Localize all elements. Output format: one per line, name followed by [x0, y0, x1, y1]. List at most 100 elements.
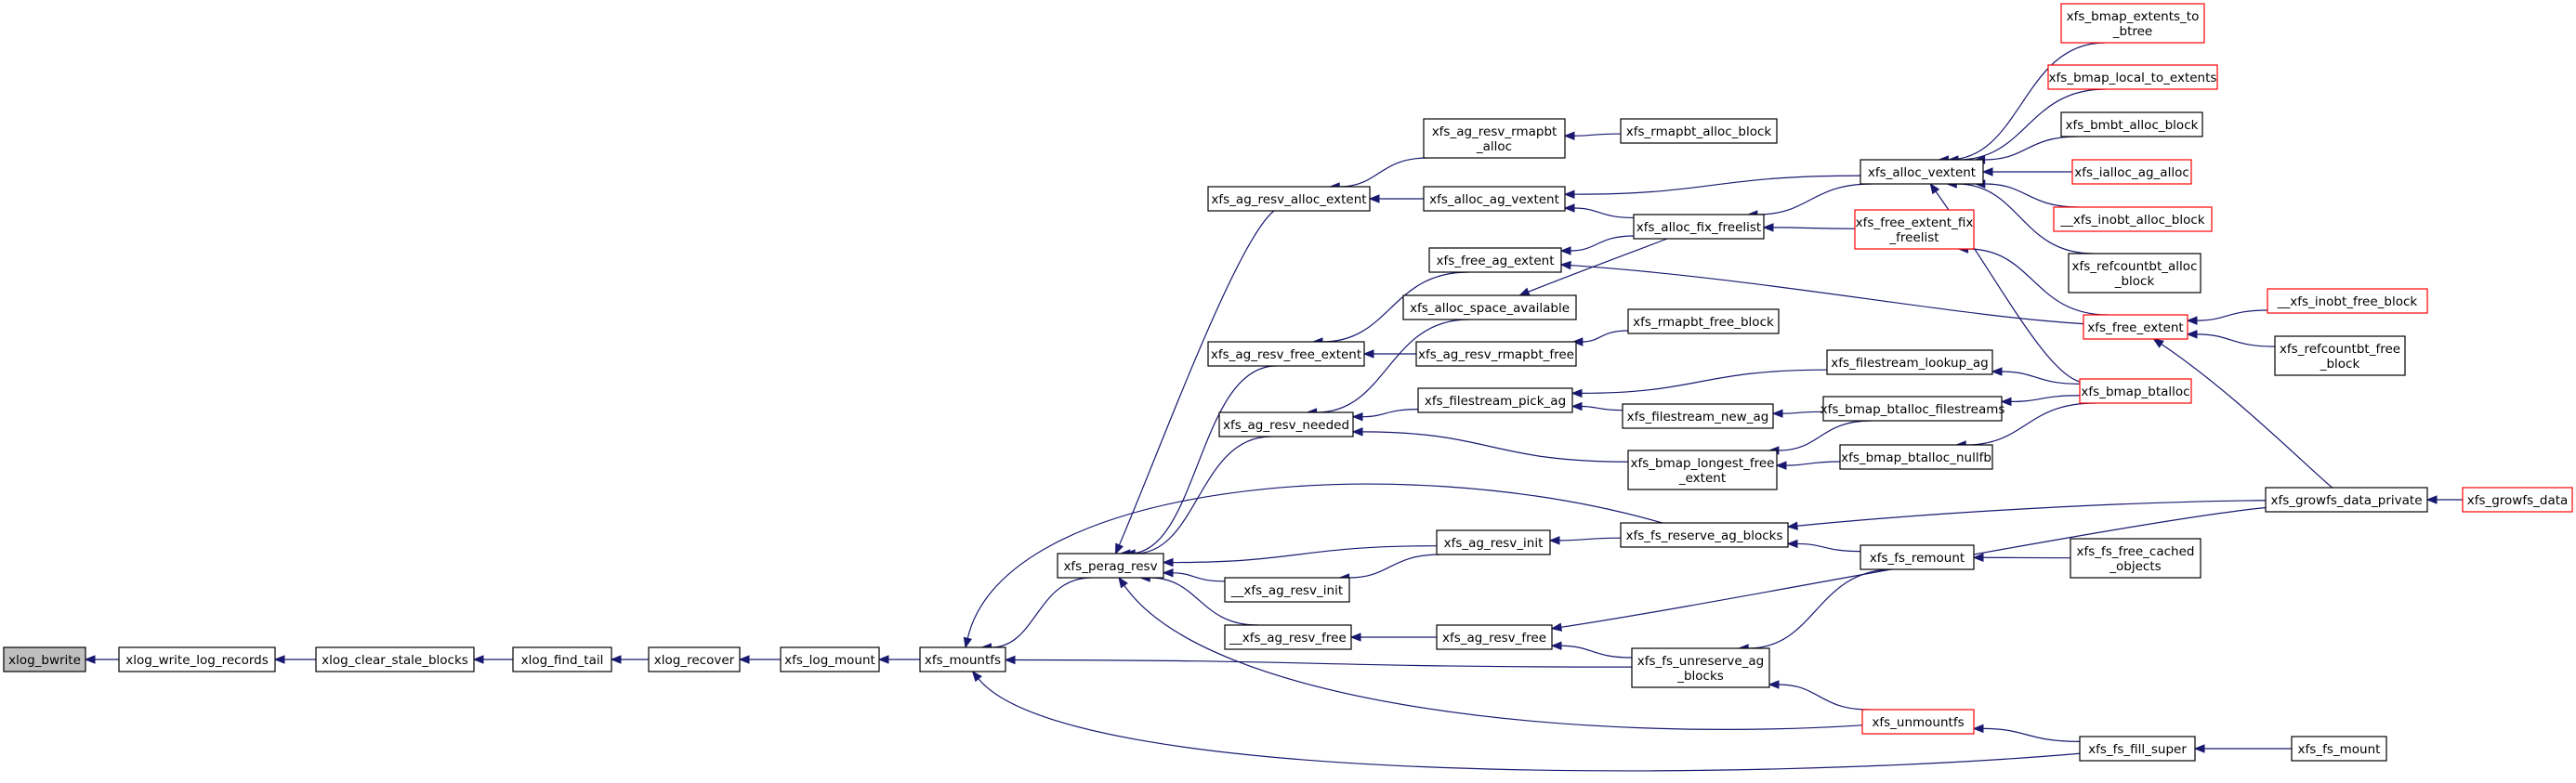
node-xfs-fs-unreserve-ag-blocks[interactable]: xfs_fs_unreserve_ag_blocks — [1631, 647, 1770, 688]
edge-xfs-fs-unreserve-ag-blocks-to-xfs-ag-resv-free — [1550, 641, 1633, 659]
node-label: xfs_rmapbt_alloc_block — [1626, 124, 1772, 139]
node-xfs-filestream-lookup-ag[interactable]: xfs_filestream_lookup_ag — [1826, 349, 1993, 375]
edge-xfs-fs-mount-to-xfs-fs-fill-super — [2193, 744, 2292, 753]
edge-line — [1014, 659, 1633, 668]
node-label: xfs_free_ag_extent — [1437, 254, 1555, 268]
node-label: __xfs_ag_resv_free — [1229, 631, 1347, 646]
node-box — [1860, 159, 1984, 185]
node-xfs-ag-resv-alloc-extent[interactable]: xfs_ag_resv_alloc_extent — [1207, 186, 1371, 212]
node-xfs-bmap-btalloc-filestreams[interactable]: xfs_bmap_btalloc_filestreams — [1820, 396, 2005, 422]
node-xfs-free-ag-extent[interactable]: xfs_free_ag_extent — [1428, 247, 1562, 273]
node-xfs-unmountfs[interactable]: xfs_unmountfs — [1861, 709, 1975, 735]
node-xfs-refcountbt-free-block[interactable]: xfs_refcountbt_free_block — [2274, 335, 2406, 376]
node-xfs-alloc-space-available[interactable]: xfs_alloc_space_available — [1402, 294, 1577, 320]
node-box — [1822, 396, 2003, 422]
node-xfs-bmap-local-to-extents[interactable]: xfs_bmap_local_to_extents — [2047, 64, 2218, 90]
node-xfs-ag-resv-init[interactable]: xfs_ag_resv_init — [1436, 529, 1551, 555]
node-label: _freelist — [1888, 230, 1939, 245]
node-xfs-alloc-vextent[interactable]: xfs_alloc_vextent — [1860, 159, 1984, 185]
node-xfs-rmapbt-alloc-block[interactable]: xfs_rmapbt_alloc_block — [1620, 118, 1778, 144]
node-xfs-alloc-ag-vextent[interactable]: xfs_alloc_ag_vextent — [1423, 186, 1566, 212]
edge-xlog-find-tail-to-xlog-clear-stale-blocks — [472, 655, 513, 664]
node-xfs-bmap-longest-free-extent[interactable]: xfs_bmap_longest_free_extent — [1627, 450, 1778, 490]
node-xfs-free-extent[interactable]: xfs_free_extent — [2083, 314, 2188, 340]
node-xlog-write-log-records[interactable]: xlog_write_log_records — [118, 646, 276, 672]
node-xfs-alloc-fix-freelist[interactable]: xfs_alloc_fix_freelist — [1633, 214, 1765, 240]
node-box — [1436, 624, 1553, 650]
node-box — [1860, 544, 1975, 570]
node-xfs-ag-resv-needed[interactable]: xfs_ag_resv_needed — [1218, 411, 1354, 437]
edge-line — [1570, 235, 1635, 252]
node-xfs-bmap-btalloc-nullfb[interactable]: xfs_bmap_btalloc_nullfb — [1839, 444, 1993, 470]
node-box — [1402, 294, 1577, 320]
edge-line — [1135, 436, 1271, 555]
arrowhead-icon — [1571, 337, 1584, 346]
node-xfs-bmap-btalloc[interactable]: xfs_bmap_btalloc — [2079, 378, 2192, 404]
edge-xfs-alloc-vextent-to-xfs-alloc-fix-freelist — [1746, 183, 1873, 219]
edge-xfs-fs-free-cached-objects-to-xfs-fs-remount — [1972, 553, 2071, 562]
node-box — [2060, 111, 2203, 137]
node-box — [780, 646, 880, 672]
node-xfs-ag-resv-free[interactable]: xfs_ag_resv_free — [1436, 624, 1553, 650]
node-xfs-inobt-alloc-block[interactable]: __xfs_inobt_alloc_block — [2053, 206, 2213, 232]
node-xlog-recover[interactable]: xlog_recover — [648, 646, 741, 672]
arrowhead-icon — [1550, 622, 1563, 632]
node-xfs-ag-resv-free[interactable]: __xfs_ag_resv_free — [1224, 624, 1352, 650]
edge-xfs-bmap-longest-free-extent-to-xfs-ag-resv-needed — [1351, 427, 1629, 463]
node-xfs-ialloc-ag-alloc[interactable]: xfs_ialloc_ag_alloc — [2071, 159, 2192, 185]
edge-line — [1781, 411, 1824, 414]
node-xfs-ag-resv-rmapbt-free[interactable]: xfs_ag_resv_rmapbt_free — [1415, 341, 1577, 367]
node-label: xfs_alloc_vextent — [1868, 165, 1976, 180]
node-box — [1224, 577, 1350, 603]
arrowhead-icon — [1991, 367, 2003, 376]
edge-xfs-ag-resv-needed-to-xfs-perag-resv — [1124, 436, 1271, 558]
node-xfs-fs-reserve-ag-blocks[interactable]: xfs_fs_reserve_ag_blocks — [1620, 522, 1789, 548]
node-xfs-log-mount[interactable]: xfs_log_mount — [780, 646, 880, 672]
node-xfs-ag-resv-init[interactable]: __xfs_ag_resv_init — [1224, 577, 1350, 603]
arrowhead-icon — [877, 655, 889, 664]
node-xfs-filestream-new-ag[interactable]: xfs_filestream_new_ag — [1622, 403, 1774, 429]
node-xfs-rmapbt-free-block[interactable]: xfs_rmapbt_free_block — [1627, 308, 1780, 334]
node-xfs-ag-resv-free-extent[interactable]: xfs_ag_resv_free_extent — [1207, 341, 1365, 367]
arrowhead-icon — [1929, 182, 1940, 195]
node-xfs-fs-mount[interactable]: xfs_fs_mount — [2291, 736, 2387, 762]
node-xlog-find-tail[interactable]: xlog_find_tail — [512, 646, 612, 672]
node-xlog-bwrite[interactable]: xlog_bwrite — [3, 646, 86, 672]
edge-xfs-ag-resv-init-to-xfs-ag-resv-init — [1338, 554, 1441, 582]
node-box — [1415, 341, 1577, 367]
node-xfs-perag-resv[interactable]: xfs_perag_resv — [1057, 553, 1164, 579]
node-box — [1057, 553, 1164, 579]
edge-line — [1172, 545, 1438, 564]
node-xfs-inobt-free-block[interactable]: __xfs_inobt_free_block — [2267, 288, 2428, 314]
edge-xfs-ag-resv-rmapbt-free-to-xfs-ag-resv-free-extent — [1362, 349, 1416, 359]
node-xlog-clear-stale-blocks[interactable]: xlog_clear_stale_blocks — [315, 646, 475, 672]
node-xfs-bmap-extents-to-btree[interactable]: xfs_bmap_extents_to_btree — [2060, 3, 2205, 44]
edge-xfs-bmbt-alloc-block-to-xfs-alloc-vextent — [1974, 136, 2079, 164]
node-xfs-mountfs[interactable]: xfs_mountfs — [919, 646, 1006, 672]
node-label: xfs_mountfs — [925, 653, 1001, 668]
node-xfs-ag-resv-rmapbt-alloc[interactable]: xfs_ag_resv_rmapbt_alloc — [1423, 118, 1566, 159]
node-xfs-fs-remount[interactable]: xfs_fs_remount — [1860, 544, 1975, 570]
edge-xfs-fs-remount-to-xfs-fs-reserve-ag-blocks — [1786, 539, 1861, 553]
arrowhead-icon — [1563, 203, 1575, 213]
edge-xfs-growfs-data-private-to-xfs-free-extent — [2152, 338, 2333, 489]
arrowhead-icon — [1118, 576, 1128, 589]
node-xfs-filestream-pick-ag[interactable]: xfs_filestream_pick_ag — [1417, 387, 1573, 413]
node-xfs-fs-free-cached-objects[interactable]: xfs_fs_free_cached_objects — [2070, 538, 2201, 579]
arrowhead-icon — [2425, 495, 2438, 504]
edge-line — [1967, 248, 2109, 316]
arrowhead-icon — [2152, 338, 2164, 348]
node-xfs-growfs-data-private[interactable]: xfs_growfs_data_private — [2265, 487, 2428, 513]
edge-line — [1361, 408, 1419, 418]
node-xfs-fs-fill-super[interactable]: xfs_fs_fill_super — [2079, 736, 2196, 762]
edge-line — [1321, 271, 1469, 343]
node-xfs-growfs-data[interactable]: xfs_growfs_data — [2462, 487, 2573, 513]
edge-line — [1965, 402, 2096, 446]
node-xfs-refcountbt-alloc-block[interactable]: xfs_refcountbt_alloc_block — [2068, 253, 2201, 294]
node-xfs-free-extent-fix-freelist[interactable]: xfs_free_extent_fix_freelist — [1854, 209, 1975, 250]
node-xfs-bmbt-alloc-block[interactable]: xfs_bmbt_alloc_block — [2060, 111, 2203, 137]
arrowhead-icon — [1786, 539, 1798, 549]
nodes-layer: xlog_bwrite xlog_write_log_records xlog_cl… — [3, 3, 2573, 762]
edge-line — [1348, 554, 1441, 579]
